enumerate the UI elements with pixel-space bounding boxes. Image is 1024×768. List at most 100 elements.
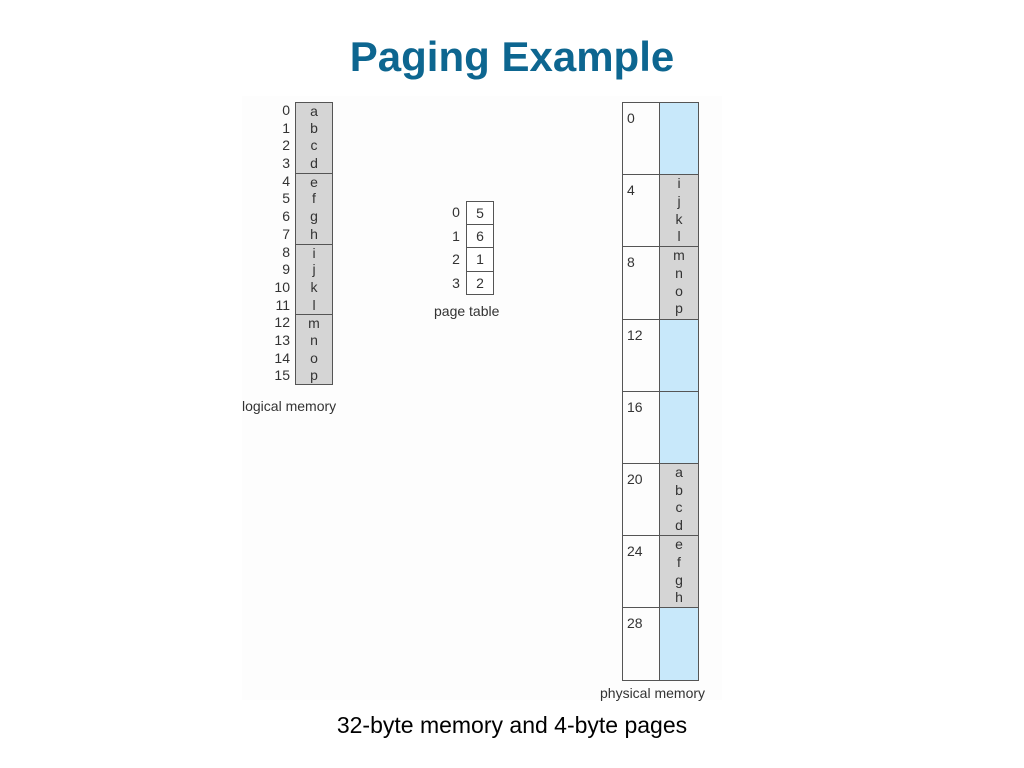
logical-address: 10 <box>274 278 290 295</box>
physical-byte-value: l <box>677 228 681 245</box>
slide-title: Paging Example <box>349 33 675 80</box>
logical-address: 5 <box>282 190 290 207</box>
logical-byte-value: a <box>295 102 333 120</box>
slide-caption: 32-byte memory and 4-byte pages <box>336 712 688 738</box>
logical-address: 0 <box>282 102 290 118</box>
logical-byte-value: k <box>295 278 333 297</box>
logical-address: 14 <box>274 349 290 366</box>
logical-byte-value: m <box>295 314 333 332</box>
logical-address: 1 <box>282 119 290 136</box>
logical-byte-row: 10 k <box>260 278 333 297</box>
logical-address: 7 <box>282 225 290 242</box>
physical-address: 12 <box>627 326 643 343</box>
logical-byte-value: i <box>295 243 333 262</box>
page-number: 0 <box>452 204 460 220</box>
logical-byte-value: j <box>295 261 333 279</box>
logical-address: 11 <box>275 296 290 313</box>
page-table-label: page table <box>434 303 500 319</box>
logical-address: 2 <box>282 137 290 154</box>
logical-address: 3 <box>282 155 290 172</box>
logical-address: 12 <box>274 314 290 331</box>
physical-byte-value: h <box>675 589 683 606</box>
physical-address: 8 <box>627 254 635 271</box>
physical-byte-value: j <box>677 192 681 209</box>
physical-memory-label: physical memory <box>600 685 706 701</box>
logical-byte-value: d <box>295 155 333 173</box>
logical-byte-value: c <box>295 137 333 156</box>
logical-address: 15 <box>274 367 290 384</box>
physical-frame: 0 <box>623 102 699 175</box>
logical-byte-value: h <box>295 225 333 244</box>
page-number: 1 <box>452 227 460 244</box>
logical-byte-row: 11 l <box>260 296 333 315</box>
logical-address: 4 <box>282 172 290 189</box>
physical-frame: 16 <box>623 390 699 463</box>
logical-address: 6 <box>282 208 290 225</box>
physical-address: 0 <box>627 110 635 126</box>
frame-number: 2 <box>466 271 494 295</box>
page-number: 3 <box>452 274 460 291</box>
physical-frame-content <box>659 608 699 680</box>
physical-address: 24 <box>627 543 643 560</box>
logical-byte-value: p <box>295 367 333 385</box>
physical-byte-value: n <box>675 265 683 282</box>
logical-byte-value: f <box>295 190 333 209</box>
logical-address: 8 <box>282 243 290 260</box>
physical-address: 4 <box>627 182 635 199</box>
logical-address: 13 <box>274 331 290 348</box>
frame-number: 1 <box>466 248 494 272</box>
physical-byte-value: f <box>677 553 681 570</box>
logical-byte-row: 15 p <box>260 367 333 385</box>
physical-byte-value: i <box>677 175 681 192</box>
physical-byte-value: p <box>675 300 683 317</box>
logical-byte-value: l <box>295 296 333 315</box>
logical-byte-row: 13 n <box>260 331 333 350</box>
physical-byte-value: c <box>675 499 683 516</box>
physical-byte-value: b <box>675 481 683 498</box>
physical-byte-value: k <box>675 210 683 227</box>
logical-byte-value: b <box>295 119 333 138</box>
logical-byte-value: e <box>295 172 333 191</box>
logical-address: 9 <box>282 261 290 278</box>
physical-byte-value: g <box>675 571 683 588</box>
frame-number: 6 <box>466 224 494 248</box>
physical-frame-content <box>659 391 699 463</box>
physical-byte-value: e <box>675 536 683 553</box>
physical-frame-content <box>659 103 699 175</box>
physical-byte-value: a <box>675 463 683 480</box>
physical-frame: 12 <box>623 318 699 391</box>
logical-byte-value: n <box>295 331 333 350</box>
frame-number: 5 <box>466 201 494 225</box>
logical-byte-value: g <box>295 208 333 226</box>
page-number: 2 <box>452 251 460 267</box>
logical-byte-row: 12 m <box>260 314 333 332</box>
